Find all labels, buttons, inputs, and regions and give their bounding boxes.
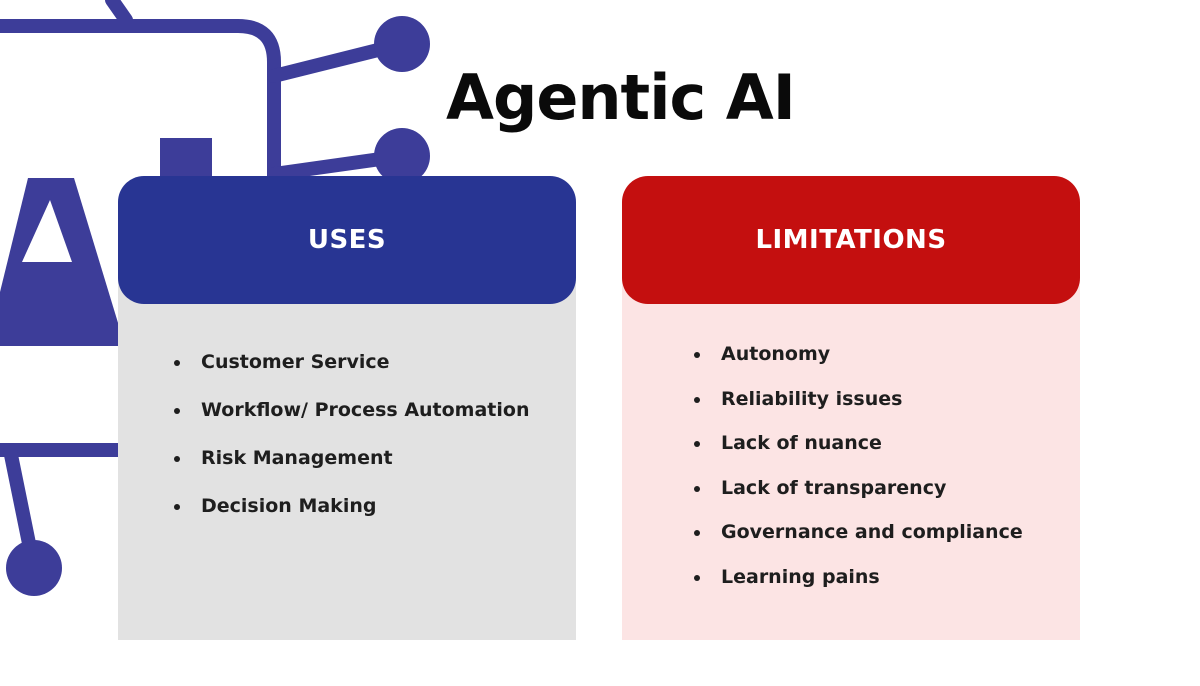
limitations-item-label: Governance and compliance [721, 521, 1023, 543]
uses-item-label: Customer Service [201, 351, 390, 373]
uses-item-label: Decision Making [201, 495, 377, 517]
uses-list-item: Risk Management [174, 446, 529, 494]
limitations-header-label: LIMITATIONS [755, 225, 947, 255]
uses-panel: USES Customer Service Workflow/ Process … [118, 176, 576, 640]
limitations-list: Autonomy Reliability issues Lack of nuan… [694, 342, 1023, 609]
bullet-icon [694, 441, 700, 447]
limitations-list-item: Autonomy [694, 342, 1023, 387]
uses-item-label: Workflow/ Process Automation [201, 399, 530, 421]
uses-list-item: Workflow/ Process Automation [174, 398, 529, 446]
uses-header: USES [118, 176, 576, 304]
bullet-icon [174, 504, 180, 510]
uses-list: Customer Service Workflow/ Process Autom… [174, 350, 529, 542]
limitations-item-label: Learning pains [721, 565, 880, 588]
bullet-icon [694, 352, 700, 358]
bullet-icon [694, 485, 700, 492]
limitations-header: LIMITATIONS [622, 176, 1080, 304]
uses-item-label: Risk Management [201, 447, 393, 469]
bullet-icon [174, 360, 180, 366]
limitations-item-label: Autonomy [721, 343, 831, 365]
uses-panel-body [118, 266, 576, 640]
bullet-icon [694, 530, 700, 536]
bullet-icon [174, 456, 180, 462]
limitations-list-item: Reliability issues [694, 387, 1023, 432]
limitations-list-item: Learning pains [694, 565, 1023, 610]
limitations-item-label: Lack of nuance [721, 432, 882, 454]
limitations-item-label: Lack of transparency [721, 476, 947, 499]
limitations-list-item: Lack of nuance [694, 431, 1023, 476]
limitations-item-label: Reliability issues [721, 387, 903, 410]
limitations-panel: LIMITATIONS Autonomy Reliability issues … [622, 176, 1080, 640]
limitations-list-item: Governance and compliance [694, 520, 1023, 565]
limitations-list-item: Lack of transparency [694, 476, 1023, 521]
bullet-icon [694, 396, 700, 403]
uses-list-item: Decision Making [174, 494, 529, 542]
page-title: Agentic AI [446, 61, 796, 134]
bullet-icon [174, 408, 180, 414]
uses-header-label: USES [307, 225, 387, 255]
bullet-icon [694, 574, 700, 581]
uses-list-item: Customer Service [174, 350, 529, 398]
